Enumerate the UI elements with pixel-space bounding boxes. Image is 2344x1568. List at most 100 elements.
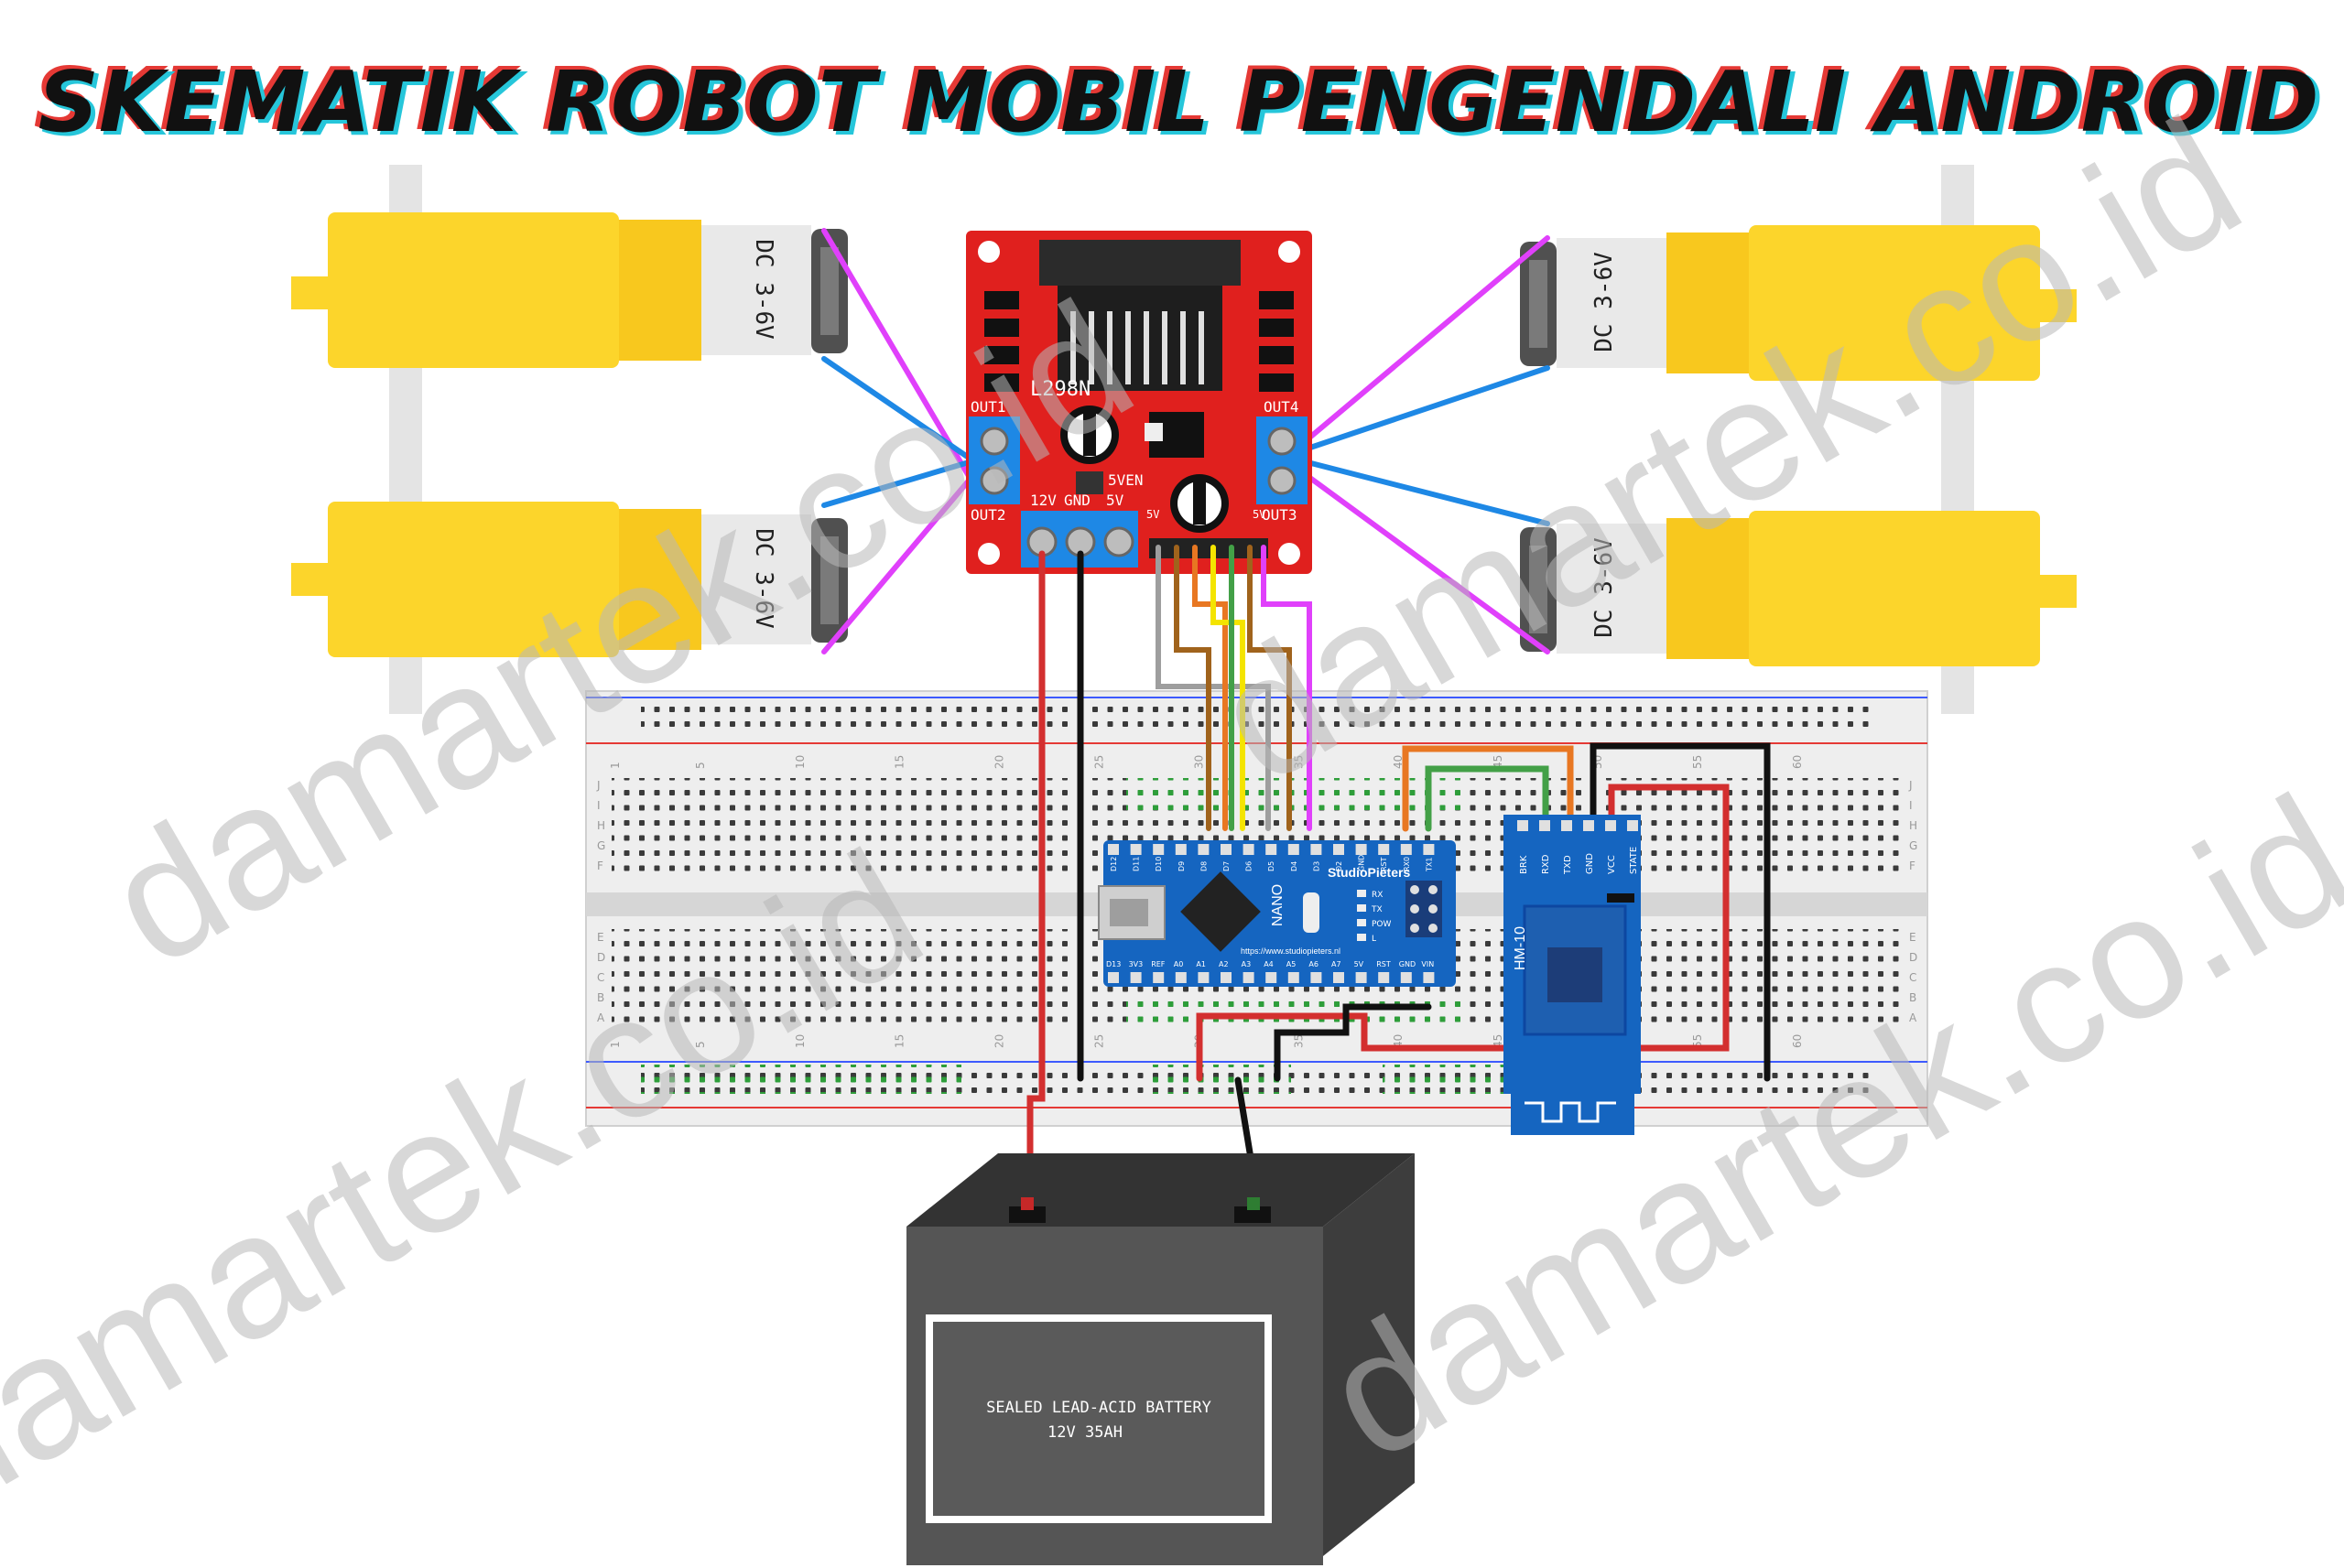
driver-out1-label: OUT1 [971, 398, 1006, 416]
nano-top-pin-label: D7 [1222, 861, 1231, 871]
title-shadow-cyan: SKEMATIK ROBOT MOBIL PENGENDALI ANDROID [42, 56, 2323, 154]
nano-bottom-pin [1333, 972, 1344, 983]
hm10-pin-label: TXD [1563, 855, 1573, 875]
breadboard-bottom-number: 25 [1093, 1034, 1106, 1048]
title-shadow-red: SKEMATIK ROBOT MOBIL PENGENDALI ANDROID [35, 50, 2316, 148]
breadboard-row-letter: B [597, 991, 604, 1004]
nano-bottom-pin-label: GND [1399, 960, 1416, 968]
nano-top-pin-label: D11 [1133, 857, 1141, 871]
nano-bottom-pin-label: A6 [1308, 960, 1318, 968]
nano-top-pin [1175, 844, 1187, 855]
nano-top-pin [1221, 844, 1232, 855]
driver-out3-label: OUT3 [1262, 506, 1297, 524]
driver-12v-label: 12V [1030, 492, 1057, 509]
breadboard-row-letter: E [597, 931, 604, 944]
nano-top-pin-label: GND [1358, 855, 1366, 871]
nano-top-pin-label: TX1 [1425, 858, 1433, 872]
nano-bottom-pin [1355, 972, 1367, 983]
breadboard-top-number: 30 [1192, 755, 1205, 769]
breadboard-top-number: 60 [1791, 755, 1804, 769]
motor-top-right-label: DC 3-6V [1590, 252, 1618, 352]
hm10-pin [1583, 820, 1594, 831]
nano-top-pin-label: D4 [1290, 861, 1298, 871]
breadboard-top-number: 1 [609, 762, 622, 769]
breadboard-top-number: 10 [794, 755, 807, 769]
nano-bottom-pin-label: A1 [1196, 960, 1206, 968]
breadboard-row-letter: I [597, 799, 601, 812]
nano-bottom-pin [1287, 972, 1299, 983]
breadboard-bottom-number: 60 [1791, 1034, 1804, 1048]
breadboard-bottom-number: 10 [794, 1034, 807, 1048]
nano-bottom-pin-label: VIN [1421, 960, 1434, 968]
breadboard-row-letter: J [596, 779, 601, 792]
breadboard-row-letter: A [1909, 1011, 1917, 1024]
driver-out2-label: OUT2 [971, 506, 1006, 524]
nano-bottom-pin [1153, 972, 1165, 983]
breadboard-row-letter: D [597, 951, 605, 964]
nano-top-pin [1243, 844, 1254, 855]
nano-top-pin [1355, 844, 1367, 855]
nano-bottom-pin-label: A4 [1264, 960, 1274, 968]
breadboard-row-letter: C [1909, 971, 1916, 984]
driver-name: L298N [1030, 378, 1091, 401]
page-title: SKEMATIK ROBOT MOBIL PENGENDALI ANDROID [38, 53, 2319, 151]
driver-gnd-label: GND [1064, 492, 1091, 509]
hm10-pin-label: STATE [1629, 847, 1639, 874]
nano-top-pin-label: D2 [1335, 861, 1343, 871]
nano-bottom-pin [1265, 972, 1277, 983]
nano-bottom-pin-label: 3V3 [1129, 960, 1144, 968]
nano-top-pin [1153, 844, 1165, 855]
breadboard-top-number: 40 [1392, 755, 1405, 769]
nano-bottom-pin [1423, 972, 1435, 983]
breadboard-top-number: 15 [894, 755, 906, 769]
nano-bottom-pin-label: D13 [1106, 960, 1121, 968]
motor-bottom-left-label: DC 3-6V [750, 528, 777, 629]
breadboard-bottom-number: 15 [894, 1034, 906, 1048]
breadboard-top-number: 45 [1492, 755, 1504, 769]
hm10-pin [1539, 820, 1550, 831]
motor-bottom-left: DC 3-6V [291, 502, 848, 657]
breadboard-top-number: 55 [1691, 755, 1704, 769]
breadboard-top-number: 20 [993, 755, 1006, 769]
motor-bottom-right-label: DC 3-6V [1590, 537, 1618, 638]
nano-top-pin-label: RST [1380, 857, 1388, 871]
driver-5v-left-pin-label: 5V [1146, 508, 1159, 521]
nano-led-label: POW [1372, 920, 1392, 929]
nano-bottom-pin [1400, 972, 1412, 983]
breadboard-bottom-number: 1 [609, 1041, 622, 1048]
battery: SEALED LEAD-ACID BATTERY 12V 35AH [906, 1153, 1415, 1565]
nano-led [1357, 890, 1366, 897]
breadboard-row-letter: H [1909, 819, 1917, 832]
nano-top-pin [1310, 844, 1322, 855]
driver-5v-label: 5V [1106, 492, 1124, 509]
breadboard-row-letter: F [1909, 860, 1915, 872]
breadboard-bottom-number: 55 [1691, 1034, 1704, 1048]
nano-led-label: RX [1372, 891, 1383, 900]
breadboard-row-letter: F [597, 860, 603, 872]
nano-top-pin [1287, 844, 1299, 855]
motor-bottom-right: DC 3-6V [1520, 511, 2077, 666]
breadboard-top-number: 35 [1292, 755, 1305, 769]
nano-led-label: L [1372, 935, 1376, 944]
nano-led [1357, 934, 1366, 941]
breadboard-row-letter: B [1909, 991, 1916, 1004]
nano-bottom-pin-label: REF [1151, 960, 1166, 968]
nano-bottom-pin [1198, 972, 1210, 983]
motor-top-right: DC 3-6V [1520, 225, 2077, 381]
hm10-pin [1517, 820, 1528, 831]
nano-top-pin-label: D8 [1199, 861, 1208, 871]
driver-out4-label: OUT4 [1264, 398, 1299, 416]
hm10-pin [1605, 820, 1616, 831]
nano-led [1357, 919, 1366, 926]
nano-bottom-pin [1221, 972, 1232, 983]
hm10-pin-label: BRK [1519, 855, 1529, 874]
nano-top-pin-label: D12 [1110, 857, 1118, 871]
battery-label-line2: 12V 35AH [1047, 1423, 1123, 1442]
signal-wires [1156, 545, 1312, 831]
driver-jumper-label: 5VEN [1108, 471, 1144, 489]
